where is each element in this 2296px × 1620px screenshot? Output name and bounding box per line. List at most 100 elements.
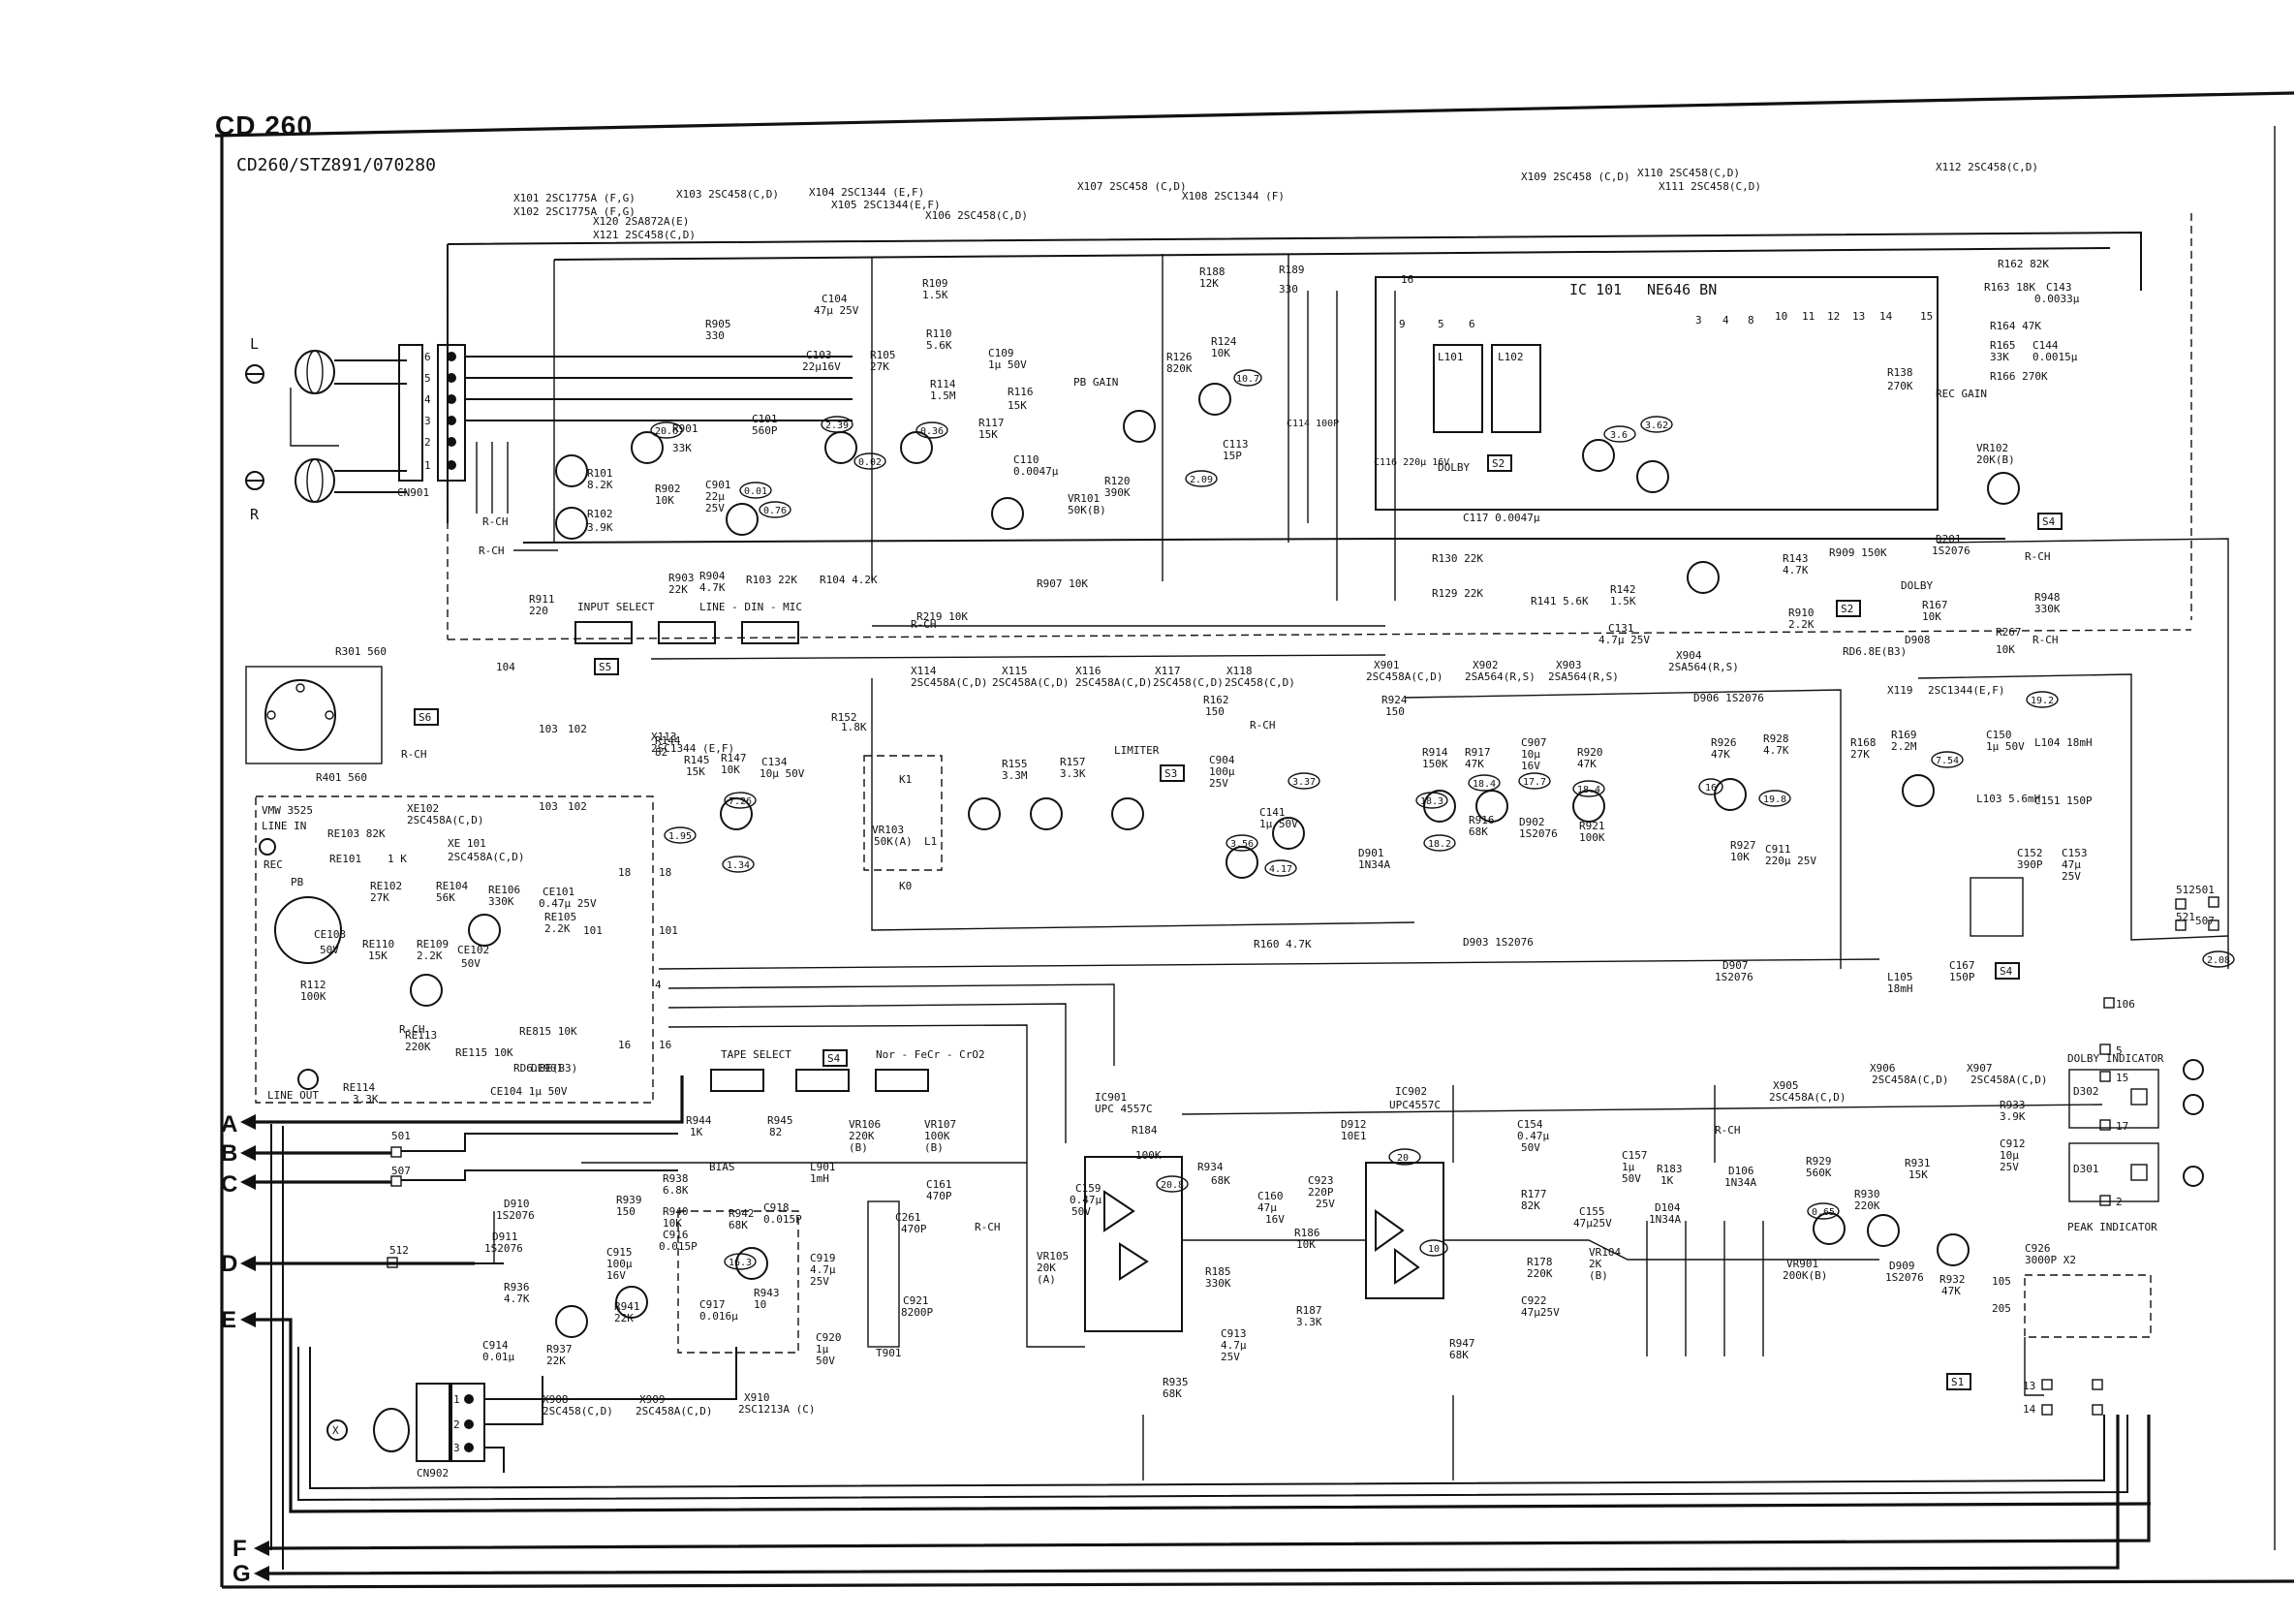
svg-text:220μ 25V: 220μ 25V — [1765, 855, 1816, 867]
svg-text:K0: K0 — [899, 880, 912, 892]
svg-text:R163 18K: R163 18K — [1984, 281, 2035, 294]
tape-select-area[interactable]: TAPE SELECT S4 Nor - FeCr - CrO2 R944 1K… — [686, 1048, 1001, 1359]
svg-text:0.0033μ: 0.0033μ — [2034, 293, 2080, 305]
input-select-switches[interactable]: INPUT SELECT LINE - DIN - MIC S5 S6 — [414, 601, 802, 726]
svg-text:C923: C923 — [1308, 1174, 1334, 1187]
svg-text:330K: 330K — [488, 895, 514, 908]
input-jack-right[interactable]: R — [245, 458, 335, 523]
svg-text:330: 330 — [1279, 283, 1298, 296]
svg-text:C131: C131 — [1608, 622, 1634, 635]
svg-text:2K: 2K — [1589, 1258, 1602, 1270]
rch-label-2: R-CH — [479, 545, 505, 557]
svg-text:10μ: 10μ — [2000, 1149, 2019, 1162]
legend-x103: X103 2SC458(C,D) — [676, 188, 779, 201]
svg-text:512: 512 — [389, 1244, 409, 1257]
svg-text:10K: 10K — [655, 494, 674, 507]
svg-text:X116: X116 — [1075, 665, 1101, 677]
svg-text:R116: R116 — [1008, 386, 1034, 398]
svg-text:C159: C159 — [1075, 1182, 1101, 1195]
svg-text:17: 17 — [2116, 1120, 2128, 1133]
svg-text:1μ: 1μ — [1622, 1161, 1635, 1173]
svg-text:L101: L101 — [1438, 351, 1464, 363]
input-jack-left[interactable]: L — [245, 335, 335, 394]
svg-text:1μ: 1μ — [816, 1343, 829, 1355]
svg-text:470P: 470P — [926, 1190, 952, 1202]
svg-text:0.76: 0.76 — [763, 506, 787, 516]
svg-text:X114: X114 — [911, 665, 937, 677]
svg-text:R931: R931 — [1905, 1157, 1931, 1169]
svg-text:102: 102 — [568, 800, 587, 813]
din-jack[interactable]: R301 560 R401 560 R-CH 104 103 102 103 1… — [245, 645, 587, 813]
svg-text:C117 0.0047μ: C117 0.0047μ — [1463, 512, 1540, 524]
svg-text:47μ: 47μ — [2062, 858, 2081, 871]
cn901-connector[interactable]: 6 5 4 3 2 1 CN901 R-CH R-CH — [397, 344, 853, 557]
cn902-label: CN902 — [417, 1467, 449, 1480]
svg-text:RE815 10K: RE815 10K — [519, 1025, 577, 1038]
svg-text:R939: R939 — [616, 1194, 642, 1206]
svg-text:C916: C916 — [663, 1229, 689, 1241]
svg-text:3.3K: 3.3K — [353, 1093, 379, 1106]
svg-text:C134: C134 — [761, 756, 788, 768]
svg-text:D903 1S2076: D903 1S2076 — [1463, 936, 1534, 949]
svg-text:D302: D302 — [2073, 1085, 2099, 1098]
svg-text:18mH: 18mH — [1887, 982, 1913, 995]
svg-text:150: 150 — [1205, 705, 1225, 718]
cn902-connector[interactable]: X 1 2 3 CN902 — [326, 1347, 737, 1480]
svg-text:5: 5 — [1438, 318, 1444, 330]
svg-text:C160: C160 — [1257, 1190, 1284, 1202]
legend-x106: X106 2SC458(C,D) — [925, 209, 1028, 222]
svg-text:10K: 10K — [721, 763, 740, 776]
svg-text:50V: 50V — [1622, 1172, 1641, 1185]
rch-label-8: R-CH — [1250, 719, 1276, 732]
svg-text:C919: C919 — [810, 1252, 836, 1264]
svg-text:150P: 150P — [1949, 971, 1975, 983]
svg-text:0.47μ: 0.47μ — [1070, 1194, 1101, 1206]
svg-text:VR901: VR901 — [1786, 1258, 1818, 1270]
svg-text:33K: 33K — [672, 442, 692, 454]
transistor-legend: X101 2SC1775A (F,G) X102 2SC1775A (F,G) … — [513, 161, 2038, 241]
svg-text:R189: R189 — [1279, 264, 1305, 276]
svg-text:R157: R157 — [1060, 756, 1086, 768]
svg-text:C143: C143 — [2046, 281, 2072, 294]
svg-text:3.37: 3.37 — [1292, 777, 1316, 788]
svg-text:3: 3 — [453, 1442, 460, 1454]
svg-text:D912: D912 — [1341, 1118, 1367, 1131]
rec-label: REC — [264, 858, 283, 871]
ic902-label: IC902 — [1395, 1085, 1427, 1098]
svg-text:16V: 16V — [1265, 1213, 1285, 1226]
svg-text:1K: 1K — [1660, 1174, 1674, 1187]
svg-text:R926: R926 — [1711, 736, 1737, 749]
svg-text:10: 10 — [1775, 310, 1787, 323]
svg-text:50K(B): 50K(B) — [1068, 504, 1106, 516]
svg-text:330: 330 — [705, 329, 725, 342]
svg-text:10μ: 10μ — [1521, 748, 1540, 761]
line-din-mic-label: LINE - DIN - MIC — [699, 601, 802, 613]
rch-label-1: R-CH — [482, 515, 509, 528]
svg-text:1S2076: 1S2076 — [496, 1209, 535, 1222]
svg-text:2SC458A(C,D): 2SC458A(C,D) — [911, 676, 987, 689]
legend-x110: X110 2SC458(C,D) — [1637, 167, 1740, 179]
svg-text:13: 13 — [2023, 1380, 2035, 1392]
svg-text:200K(B): 200K(B) — [1783, 1269, 1827, 1282]
svg-text:R186: R186 — [1294, 1227, 1320, 1239]
svg-text:220P: 220P — [1308, 1186, 1334, 1199]
svg-text:2SC1344 (E,F): 2SC1344 (E,F) — [651, 742, 734, 755]
svg-text:2.2K: 2.2K — [1788, 618, 1815, 631]
svg-text:RE110: RE110 — [362, 938, 394, 950]
svg-text:0.01μ: 0.01μ — [482, 1351, 514, 1363]
svg-text:1: 1 — [453, 1393, 460, 1406]
svg-text:10K: 10K — [1730, 851, 1750, 863]
svg-text:R924: R924 — [1381, 694, 1408, 706]
rec-gain-area: R162 82K R163 18K C143 0.0033μ R164 47K … — [1843, 258, 2080, 658]
svg-text:501: 501 — [391, 1130, 411, 1142]
svg-text:D301: D301 — [2073, 1163, 2099, 1175]
svg-text:R103 22K: R103 22K — [746, 574, 797, 586]
connector-g: G — [233, 1561, 251, 1587]
svg-text:RE103 82K: RE103 82K — [327, 827, 386, 840]
cn901-pin-3: 3 — [424, 415, 431, 427]
svg-text:22K: 22K — [546, 1355, 566, 1367]
svg-text:6.8K: 6.8K — [663, 1184, 689, 1197]
svg-text:47μ25V: 47μ25V — [1573, 1217, 1612, 1230]
svg-text:R928: R928 — [1763, 732, 1789, 745]
svg-text:2SA564(R,S): 2SA564(R,S) — [1465, 670, 1536, 683]
